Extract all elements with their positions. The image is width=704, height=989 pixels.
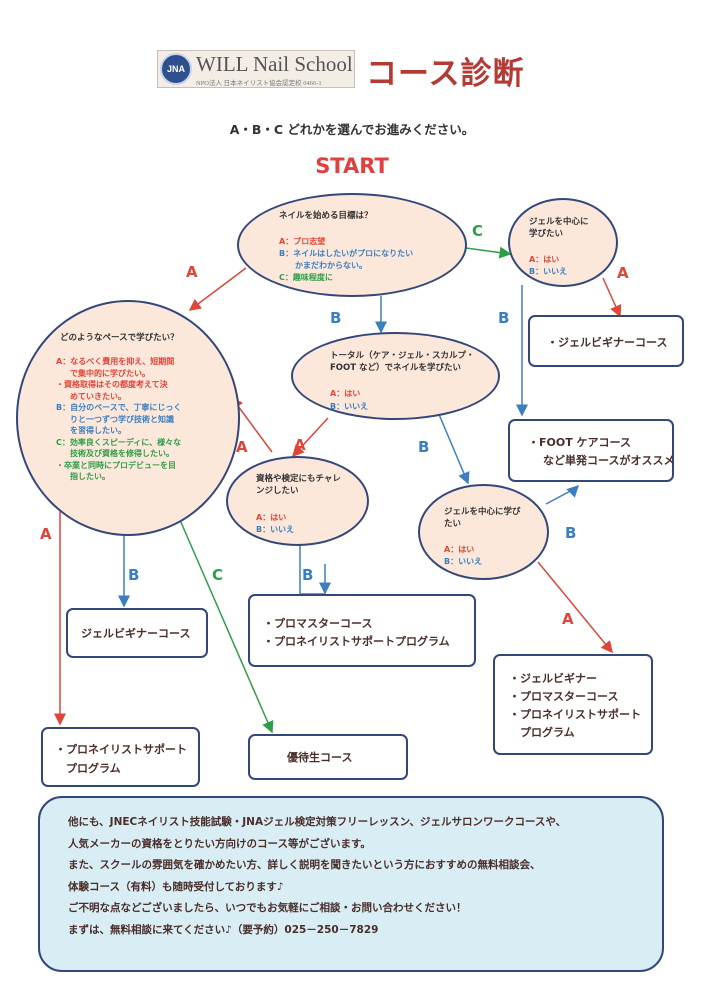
result-gel-beginner-left[interactable]: ジェルビギナーコース (66, 608, 208, 658)
pace-option-line: ・資格取得はその都度考えて決 (56, 380, 168, 389)
option-b[interactable]: B：いいえ (444, 557, 483, 566)
pace-option-line[interactable]: B：自分のペースで、丁寧にじっく (56, 403, 182, 412)
result-line-2: など単発コースがオススメ (543, 454, 675, 467)
result-preferential[interactable]: 優待生コース (248, 734, 408, 780)
option-a[interactable]: A：はい (529, 255, 560, 264)
option-a[interactable]: A：はい (444, 545, 475, 554)
pace-option-line: りと一つずつ学び技術と知識 (70, 414, 174, 424)
arrow-label-challenge-a: A (236, 438, 248, 456)
option-b[interactable]: B：いいえ (529, 267, 568, 276)
arrow-label-challenge-b: B (302, 566, 314, 584)
info-line: ご不明な点などございましたら、いつでもお気軽にご相談・お問い合わせください！ (68, 902, 467, 914)
pace-option-line[interactable]: A：なるべく費用を抑え、短期間 (56, 357, 175, 366)
option-a[interactable]: A：プロ志望 (279, 237, 326, 246)
result-line-1: ・プロネイリストサポート (55, 743, 187, 756)
info-panel: 他にも、JNECネイリスト技能試験・JNAジェル検定対策フリーレッスン、ジェルサ… (38, 796, 664, 972)
arrow-label-gel-b: B (498, 309, 510, 327)
connector-gel-a-to-result (602, 277, 622, 318)
node-question-line-1: 資格や検定にもチャレ (256, 474, 341, 484)
arrow-label-q1-b: B (330, 309, 342, 327)
logo-name: WILL Nail School (196, 52, 353, 76)
node-question-line-2: ンジしたい (256, 486, 299, 496)
result-line-2: プログラム (55, 762, 121, 775)
pace-option-line: 指したい。 (70, 472, 110, 481)
result-pro-master[interactable]: ・プロマスターコース ・プロネイリストサポートプログラム (248, 594, 476, 667)
info-line: まずは、無料相談に来てください♪（要予約）025－250－7829 (68, 923, 379, 936)
pace-option-line: で集中的に学びたい。 (70, 368, 150, 378)
start-label: START (315, 154, 389, 178)
option-a[interactable]: A：はい (256, 513, 287, 522)
connector-q1-a-to-pace (188, 267, 247, 311)
node-question: ネイルを始める目標は？ (279, 211, 373, 221)
pace-option-line: 技術及び資格を修得したい。 (70, 449, 174, 458)
arrow-label-gelmid-a: A (562, 610, 574, 628)
arrow-label-total-b: B (418, 438, 430, 456)
node-gel-question-top: ジェルを中心に 学びたい A：はい B：いいえ (508, 198, 618, 287)
info-line: 体験コース（有料）も随時受付しております♪ (68, 880, 284, 893)
school-logo: JNA WILL Nail School NPO法人 日本ネイリスト協会認定校 … (157, 50, 355, 88)
jna-seal-icon: JNA (160, 53, 192, 85)
result-gel-combo[interactable]: ・ジェルビギナー ・プロマスターコース ・プロネイリストサポート プログラム (493, 654, 653, 755)
option-b[interactable]: B：いいえ (330, 402, 369, 411)
page-title: コース診断 (366, 56, 525, 92)
result-gel-beginner-top[interactable]: ・ジェルビギナーコース (528, 315, 684, 367)
connector-gelmid-b-to-foot (545, 484, 580, 505)
option-b[interactable]: B：いいえ (256, 525, 295, 534)
result-foot-care[interactable]: ・FOOT ケアコース など単発コースがオススメ (508, 419, 674, 482)
node-challenge-question: 資格や検定にもチャレ ンジしたい A：はい B：いいえ (226, 456, 369, 546)
node-question: どのようなペースで学びたい？ (60, 333, 179, 343)
info-line: 人気メーカーの資格をとりたい方向けのコース等がございます。 (68, 837, 371, 850)
result-line-1: ・FOOT ケアコース (528, 436, 631, 449)
result-line-3: ・プロネイリストサポート (509, 708, 641, 721)
pace-option-line: ・卒業と同時にプロデビューを目 (56, 460, 176, 470)
logo-subtitle: NPO法人 日本ネイリスト協会認定校 0466-1 (196, 80, 322, 87)
arrow-label-q1-a: A (186, 263, 198, 281)
node-question-line-1: ジェルを中心に学び (444, 507, 521, 517)
connector-q1-c-to-gel (465, 246, 512, 259)
result-line-2: ・プロマスターコース (509, 690, 619, 703)
node-question-line-2: たい (444, 519, 462, 529)
node-question-line-1: ジェルを中心に (529, 217, 589, 227)
result-line-2: ・プロネイリストサポートプログラム (263, 635, 450, 648)
arrow-label-pace-a: A (40, 525, 52, 543)
pace-option-line: めていきたい。 (70, 391, 126, 401)
node-pace-question: どのようなペースで学びたい？ A：なるべく費用を抑え、短期間で集中的に学びたい。… (16, 300, 240, 536)
pace-option-list: A：なるべく費用を抑え、短期間で集中的に学びたい。・資格取得はその都度考えて決め… (56, 356, 181, 483)
option-b[interactable]: B：ネイルはしたいがプロになりたい (279, 249, 414, 258)
connector-gelmid-a-to-combo (537, 561, 613, 654)
result-line: 優待生コース (287, 751, 353, 764)
pace-option-line[interactable]: C：効率良くスピーディに、様々な (56, 437, 182, 447)
arrow-label-gelmid-b: B (565, 524, 577, 542)
result-line-4: プログラム (509, 726, 575, 739)
result-line: ジェルビギナーコース (81, 627, 191, 640)
node-total-question: トータル（ケア・ジェル・スカルプ・ FOOT など）でネイルを学びたい A：はい… (291, 332, 500, 420)
result-line-1: ・プロマスターコース (263, 617, 373, 630)
node-gel-question-mid: ジェルを中心に学び たい A：はい B：いいえ (418, 484, 549, 580)
node-goal-question: ネイルを始める目標は？ A：プロ志望 B：ネイルはしたいがプロになりたい かまだ… (237, 193, 467, 297)
result-line: ・ジェルビギナーコース (547, 336, 668, 349)
node-question-line-1: トータル（ケア・ジェル・スカルプ・ (330, 351, 475, 361)
arrow-label-total-a: A (294, 436, 306, 454)
info-line: 他にも、JNECネイリスト技能試験・JNAジェル検定対策フリーレッスン、ジェルサ… (68, 816, 567, 828)
node-question-line-2: FOOT など）でネイルを学びたい (330, 363, 462, 373)
pace-option-line: を習得したい。 (70, 426, 126, 435)
result-pro-support[interactable]: ・プロネイリストサポート プログラム (41, 727, 200, 787)
info-line: また、スクールの雰囲気を確かめたい方、詳しく説明を聞きたいという方におすすめの無… (68, 859, 541, 871)
node-question-line-2: 学びたい (529, 229, 564, 239)
connector-total-b-to-gelmid (437, 411, 470, 485)
option-a[interactable]: A：はい (330, 389, 361, 398)
option-b-cont: かまだわからない。 (295, 261, 367, 270)
arrow-label-q1-c: C (472, 222, 484, 240)
arrow-label-pace-c: C (212, 566, 224, 584)
arrow-label-pace-b: B (128, 566, 140, 584)
info-text: 他にも、JNECネイリスト技能試験・JNAジェル検定対策フリーレッスン、ジェルサ… (68, 812, 566, 941)
arrow-label-gel-a: A (617, 264, 629, 282)
option-c[interactable]: C：趣味程度に (279, 273, 333, 282)
instruction-text: A・B・C どれかを選んでお進みください。 (229, 122, 475, 137)
result-line-1: ・ジェルビギナー (509, 672, 597, 685)
